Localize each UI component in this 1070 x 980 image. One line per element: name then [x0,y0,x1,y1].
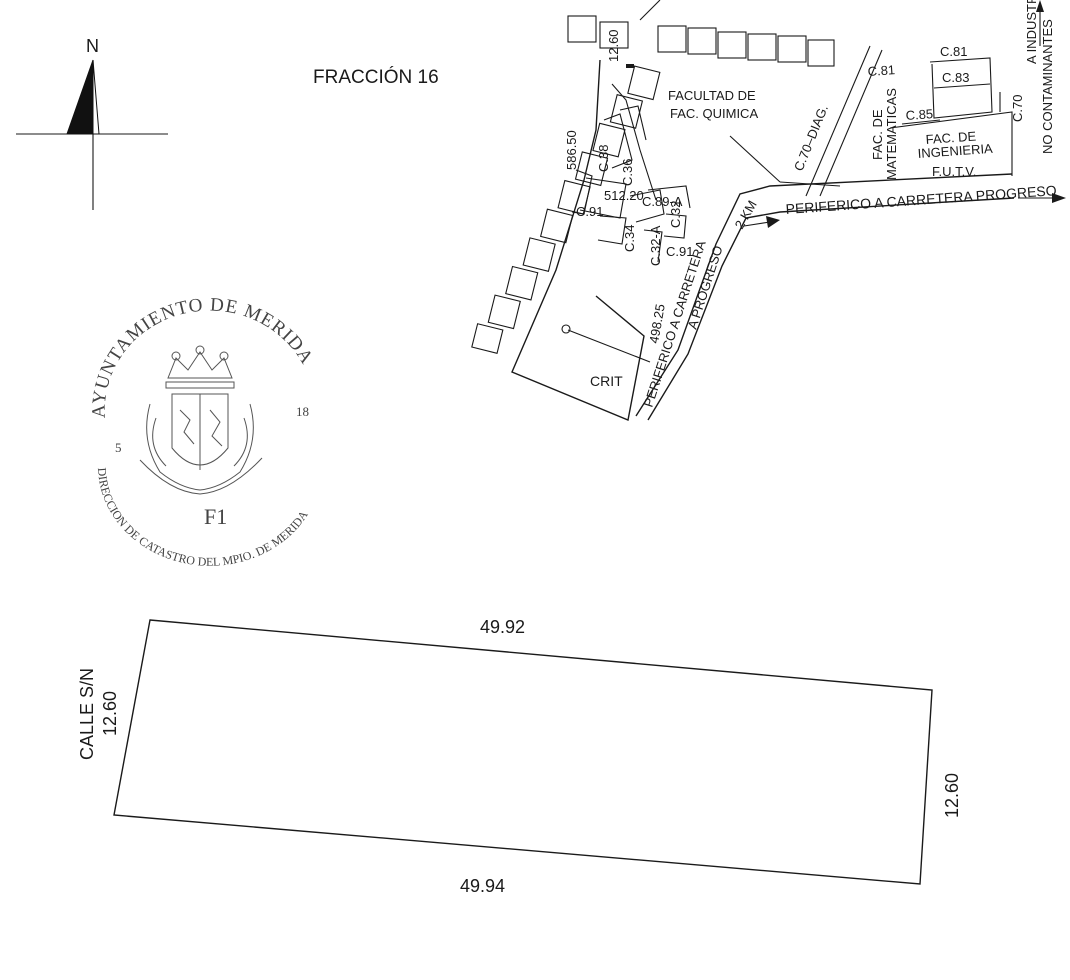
label-facultad-quimica-1: FACULTAD DE [668,88,756,103]
lot-bottom-dimension: 49.94 [460,876,505,896]
label-d58650: 586.50 [564,130,579,170]
label-c38: C.38 [596,145,611,172]
seal-code: F1 [204,504,227,529]
label-c32: C.32 [668,201,683,228]
label-c70-diag: C.70–DIAG. [791,103,831,174]
label-d1260: 12.60 [606,29,621,62]
label-facultad-quimica-2: FAC. QUIMICA [670,106,758,121]
label-c81-left: C.81 [867,62,895,79]
label-d49825: 498.25 [646,303,668,345]
label-c91-left: C.91 [576,204,603,219]
left-block-column [471,65,661,354]
label-d51220: 512.20 [604,188,644,203]
lot-street-name: CALLE S/N [77,668,97,760]
arrow-2km-icon [743,216,780,228]
label-c34: C.34 [622,225,637,252]
seal-bottom-text: DIRECCION DE CATASTRO DEL MPIO. DE MERID… [95,467,311,569]
label-c89a: C.89-A [642,194,683,209]
label-c85: C.85 [905,106,933,123]
label-fac-ing-2: INGENIERIA [917,141,993,161]
lot-left-dimension: 12.60 [100,691,120,736]
label-c83: C.83 [942,70,969,85]
label-periferico-progreso: PERIFERICO A CARRETERA PROGRESO [785,182,1057,217]
coat-of-arms-icon [139,345,263,495]
seal-number-left: 5 [115,440,122,455]
seal-number-right: 18 [296,404,309,419]
lot-top-dimension: 49.92 [480,617,525,637]
label-crit: CRIT [590,373,623,389]
label-c91-right: C.91 [666,244,693,259]
label-c36: C.36 [620,159,635,186]
north-arrow-icon [16,59,168,210]
lot-right-dimension: 12.60 [942,773,962,818]
location-map [471,0,1066,421]
label-c32a: C.32-A [648,225,663,266]
label-fac-ing-1: FAC. DE [925,128,977,147]
label-fac-mat-2: MATEMATICAS [884,88,899,180]
lot-polygon [113,619,933,885]
north-label: N [86,36,99,56]
label-c70: C.70 [1010,95,1025,122]
label-futv: F.U.T.V. [932,164,976,179]
arrow-industrias-icon [1036,0,1044,46]
municipal-seal: AYUNTAMIENTO DE MERIDA DIRECCION DE CATA… [89,294,317,569]
arrow-progreso-icon [1018,193,1066,203]
label-c81-top: C.81 [940,44,967,59]
label-industrias-1: A INDUSTRIAS [1024,0,1039,64]
label-industrias-2: NO CONTAMINANTES [1040,19,1055,154]
top-block-row [567,0,835,67]
location-map-labels: C.81 C.81 C.83 C.85 C.70 A INDUSTRIAS NO… [564,0,1057,409]
fraction-title: FRACCIÓN 16 [313,66,439,88]
label-fac-mat-1: FAC. DE [870,109,885,160]
